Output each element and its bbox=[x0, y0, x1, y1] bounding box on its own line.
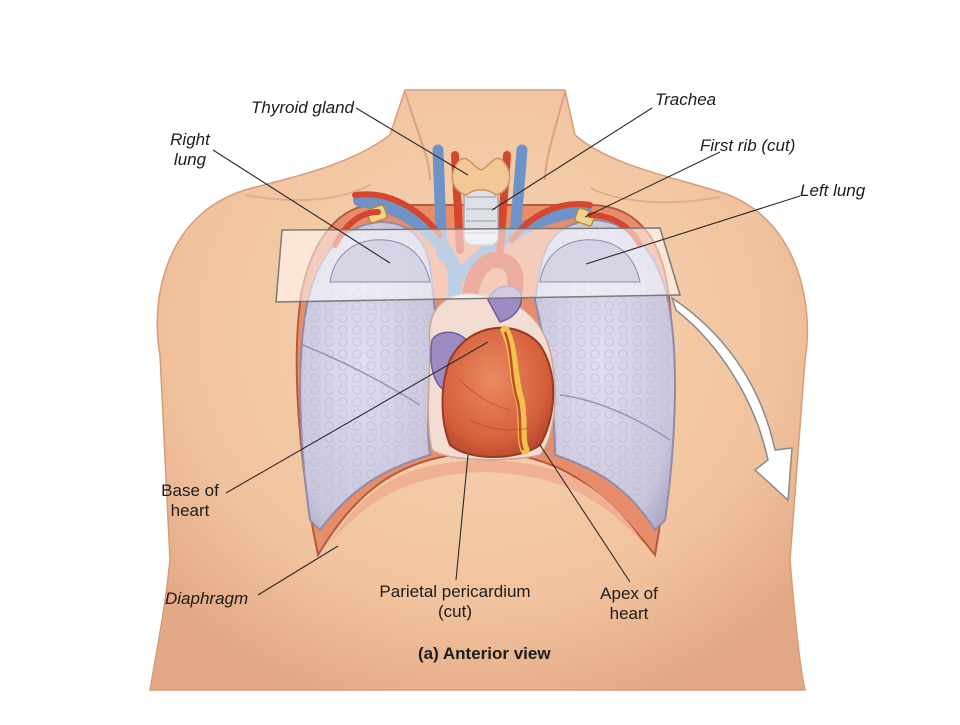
label-parietal-pericardium-line2: (cut) bbox=[438, 602, 472, 621]
leader-pericardium bbox=[455, 454, 469, 581]
diaphragm-dome bbox=[328, 460, 645, 545]
label-thyroid-gland: Thyroid gland bbox=[250, 98, 354, 117]
plane-lung-left bbox=[539, 239, 641, 283]
label-right-lung-line1: Right bbox=[170, 130, 210, 149]
label-apex-of-heart-line1: Apex of bbox=[600, 584, 658, 603]
leader-diaphragm bbox=[257, 545, 339, 596]
label-parietal-pericardium-line1: Parietal pericardium bbox=[379, 582, 531, 601]
clavicle-fold-left bbox=[589, 187, 721, 204]
leader-right-lung bbox=[212, 149, 391, 264]
clavicle-fold-right bbox=[244, 184, 371, 202]
leader-thyroid bbox=[355, 107, 469, 176]
coronary-vessel bbox=[503, 331, 525, 451]
label-right-lung-line2: lung bbox=[173, 150, 207, 169]
label-parietal-pericardium: Parietal pericardium (cut) bbox=[360, 582, 550, 622]
label-apex-of-heart: Apex of heart bbox=[588, 584, 670, 624]
label-right-lung: Right lung bbox=[160, 130, 220, 170]
leader-trachea bbox=[491, 107, 653, 211]
right-lung-fissure bbox=[302, 344, 421, 406]
label-left-lung: Left lung bbox=[800, 181, 866, 200]
label-base-of-heart-line2: heart bbox=[170, 501, 210, 520]
heart bbox=[427, 285, 556, 461]
leader-lines bbox=[212, 107, 801, 596]
label-base-of-heart: Base of heart bbox=[150, 481, 230, 521]
subclavian-artery bbox=[352, 191, 443, 238]
label-apex-of-heart-line2: heart bbox=[609, 604, 649, 623]
section-arrow-shape bbox=[670, 296, 793, 502]
left-lung-fissure bbox=[559, 394, 671, 441]
ventricles bbox=[441, 326, 555, 458]
thyroid-shape bbox=[451, 157, 511, 196]
leader-base-of-heart bbox=[225, 341, 489, 494]
section-plane bbox=[275, 227, 682, 303]
label-first-rib: First rib (cut) bbox=[700, 136, 796, 155]
figure-caption: (a) Anterior view bbox=[418, 644, 551, 663]
label-diaphragm: Diaphragm bbox=[165, 589, 249, 608]
plane-lung-right bbox=[329, 239, 431, 283]
leader-first-rib bbox=[584, 151, 721, 218]
label-base-of-heart-line1: Base of bbox=[161, 481, 219, 500]
leader-left-lung bbox=[585, 195, 801, 265]
neck-shadow bbox=[404, 91, 566, 181]
coronary-fat bbox=[500, 325, 530, 455]
leader-apex bbox=[539, 444, 631, 583]
section-arrow bbox=[670, 296, 793, 502]
label-trachea: Trachea bbox=[655, 90, 717, 109]
